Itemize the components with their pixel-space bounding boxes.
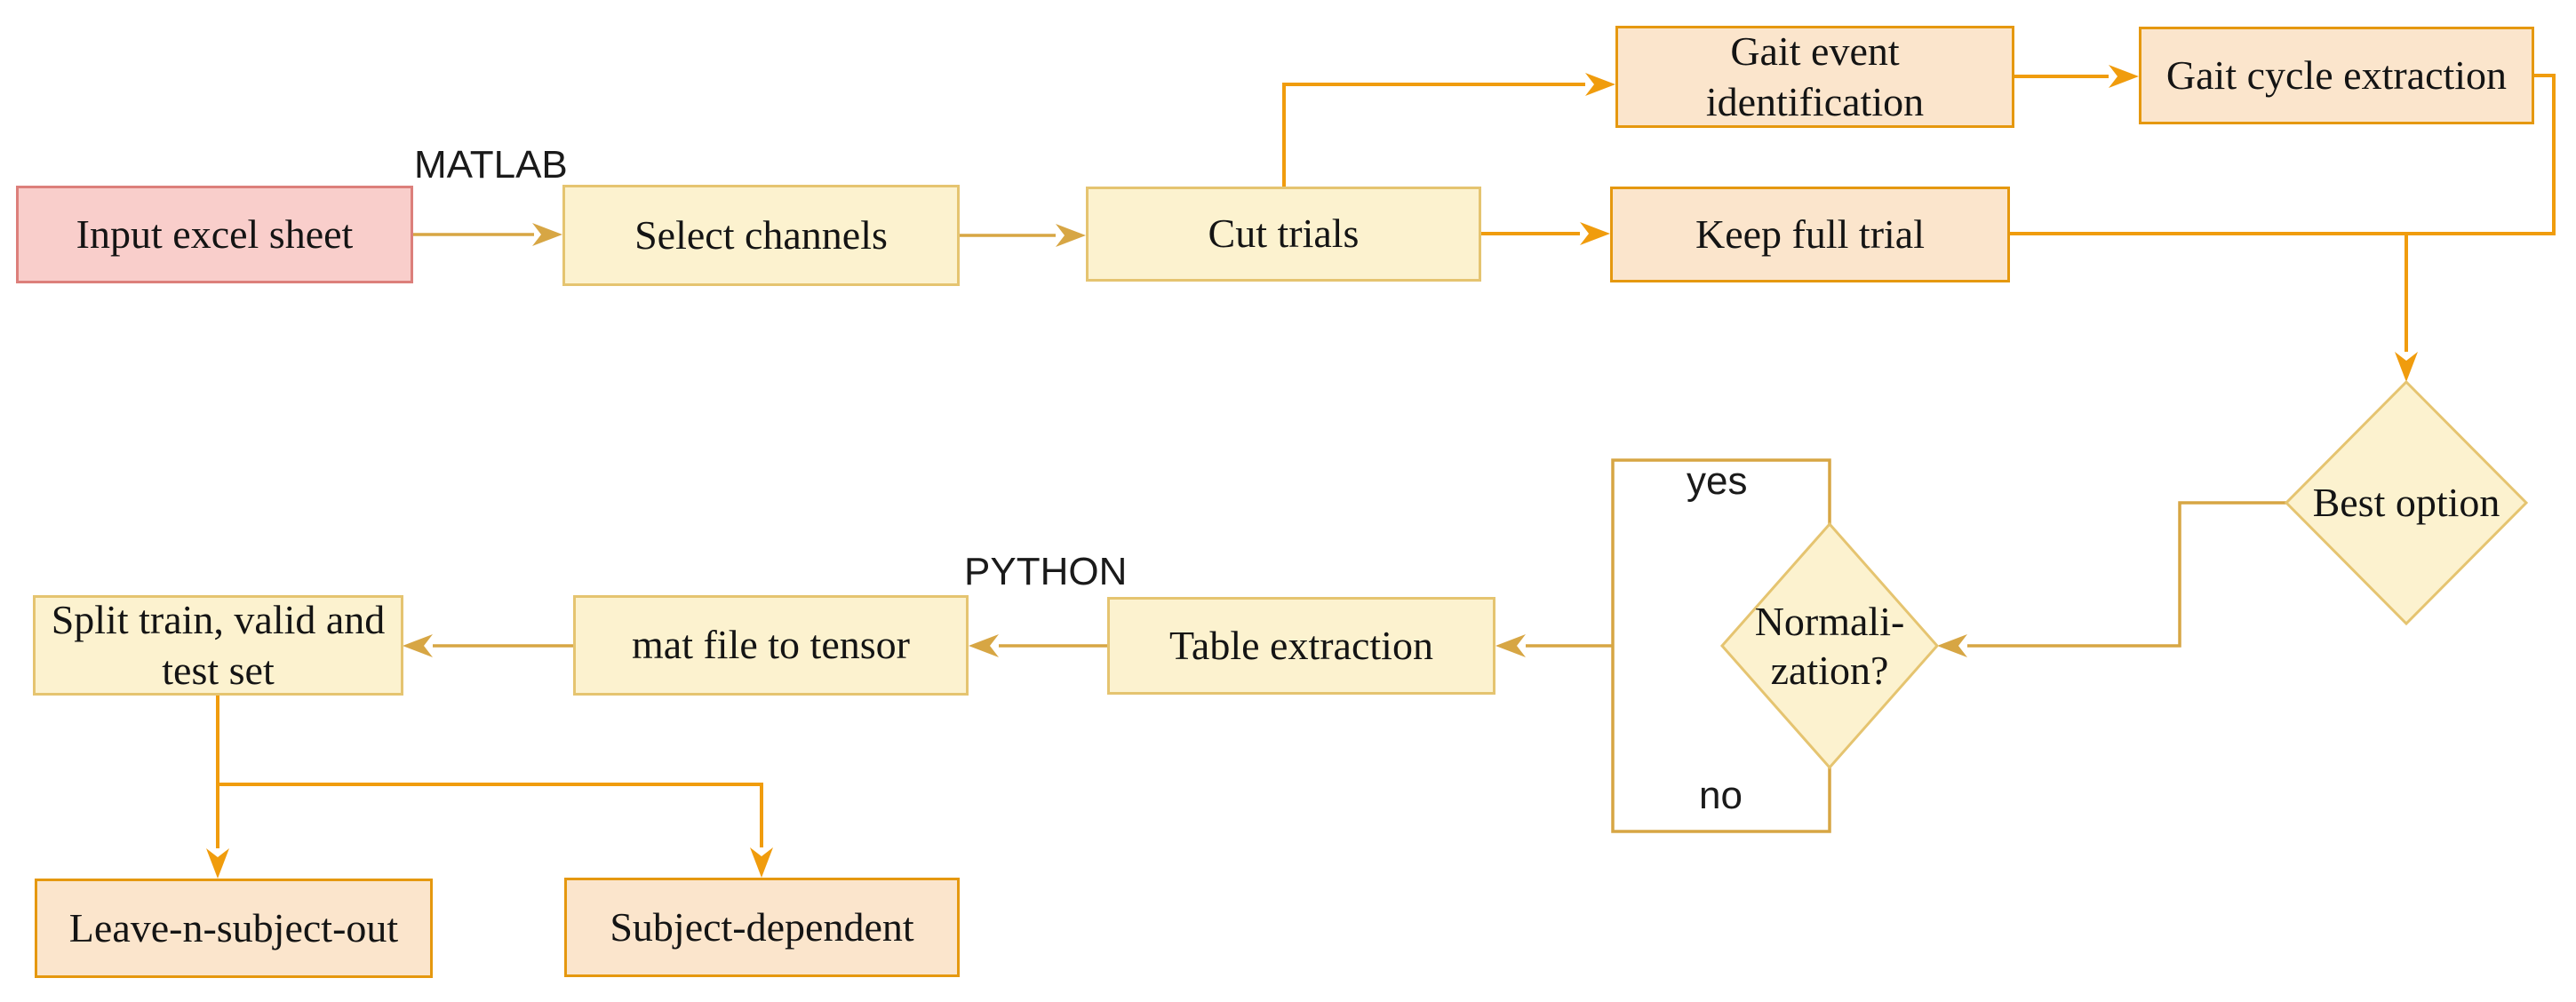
yes-branch-label: yes xyxy=(1687,459,1748,503)
node-label: Subject-dependent xyxy=(610,903,914,950)
normalization-diamond xyxy=(1719,521,1940,770)
node-label: Gait event identification xyxy=(1705,28,1925,124)
node-label: Table extraction xyxy=(1169,622,1433,668)
edge-input-to-select xyxy=(413,223,562,246)
node-gait-cycle-extraction: Gait cycle extraction xyxy=(2139,27,2534,124)
best-option-diamond xyxy=(2284,379,2529,626)
node-leave-n-subject-out: Leave-n-subject-out xyxy=(35,879,433,978)
node-subject-dependent: Subject-dependent xyxy=(564,878,960,977)
edge-merge-to-best-option xyxy=(2010,74,2556,382)
node-label: Keep full trial xyxy=(1695,211,1925,257)
edge-mat-to-split xyxy=(403,634,573,657)
node-label: Cut trials xyxy=(1208,211,1360,257)
node-table-extraction: Table extraction xyxy=(1107,597,1495,695)
node-input-excel-sheet: Input excel sheet xyxy=(16,186,413,283)
node-gait-event-identification: Gait event identification xyxy=(1615,26,2014,128)
node-label: Select channels xyxy=(634,211,888,258)
matlab-annotation: MATLAB xyxy=(414,143,568,187)
node-label: Split train, valid and test set xyxy=(51,597,386,693)
python-annotation: PYTHON xyxy=(964,550,1128,593)
node-label: Best option xyxy=(2312,480,2500,526)
best-option-label: Best option xyxy=(2286,382,2526,624)
node-label: Gait cycle extraction xyxy=(2165,52,2508,98)
edge-select-to-cut xyxy=(960,224,1086,247)
normalization-label: Normali- zation? xyxy=(1722,524,1937,767)
edge-cut-to-gait-event xyxy=(1282,73,1615,187)
edge-table-to-mat xyxy=(969,634,1107,657)
edge-gait-event-to-gait-cycle xyxy=(2014,65,2139,88)
node-keep-full-trial: Keep full trial xyxy=(1610,187,2010,282)
node-label: Normali- zation? xyxy=(1754,598,1905,693)
no-branch-label: no xyxy=(1699,774,1743,817)
node-mat-file-to-tensor: mat file to tensor xyxy=(573,595,969,696)
edge-best-to-normalization xyxy=(1937,501,2286,657)
node-label: mat file to tensor xyxy=(632,622,910,668)
edge-normalization-yes-no-routing xyxy=(1495,458,1831,833)
node-label: Input excel sheet xyxy=(76,211,354,257)
node-cut-trials: Cut trials xyxy=(1086,187,1481,282)
edge-cut-to-keep xyxy=(1481,222,1610,245)
node-select-channels: Select channels xyxy=(562,185,960,286)
edge-split-to-leave-n xyxy=(206,696,229,879)
node-label: Leave-n-subject-out xyxy=(68,904,399,950)
edge-split-to-subject-dep xyxy=(218,783,773,878)
node-split-train-valid-test: Split train, valid and test set xyxy=(33,595,403,696)
